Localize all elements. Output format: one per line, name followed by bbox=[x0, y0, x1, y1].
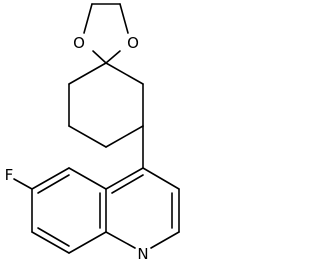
bond-c4a-c5 bbox=[68, 167, 107, 190]
fluorine-label: F bbox=[5, 166, 14, 184]
bond-cyhex-1 bbox=[105, 62, 144, 85]
bond-cyhex-4 bbox=[68, 125, 107, 148]
oxygen-left-label: O bbox=[73, 34, 85, 52]
structure-svg: O O F N bbox=[5, 3, 180, 263]
oxygen-right-label: O bbox=[127, 34, 139, 52]
bond-c5-c6 bbox=[31, 167, 70, 190]
bond-c2-n bbox=[150, 231, 180, 249]
bond-c4a-c4-inner bbox=[111, 174, 144, 194]
bond-c5-c6-inner bbox=[37, 174, 70, 194]
bond-c7-c8 bbox=[31, 231, 70, 254]
nitrogen-label: N bbox=[137, 245, 148, 263]
bond-ch2-o-left bbox=[83, 3, 93, 34]
molecule-diagram: O O F N bbox=[5, 3, 180, 263]
bond-ch2-o-right bbox=[119, 3, 129, 34]
bond-c4a-c4 bbox=[105, 167, 144, 190]
bond-o-right-spiro bbox=[105, 50, 121, 64]
bond-c4-c3 bbox=[142, 167, 180, 190]
bond-o-left-spiro bbox=[92, 50, 107, 64]
bond-c8-c8a bbox=[68, 231, 107, 254]
bond-cyhex-6 bbox=[68, 62, 107, 85]
atom-labels: O O F N bbox=[5, 34, 149, 263]
bonds bbox=[13, 3, 180, 254]
bond-c6-f bbox=[13, 178, 33, 190]
bond-c7-c8-inner bbox=[37, 227, 70, 247]
bond-n-c8a bbox=[105, 231, 136, 249]
bond-cyhex-3 bbox=[105, 125, 144, 148]
